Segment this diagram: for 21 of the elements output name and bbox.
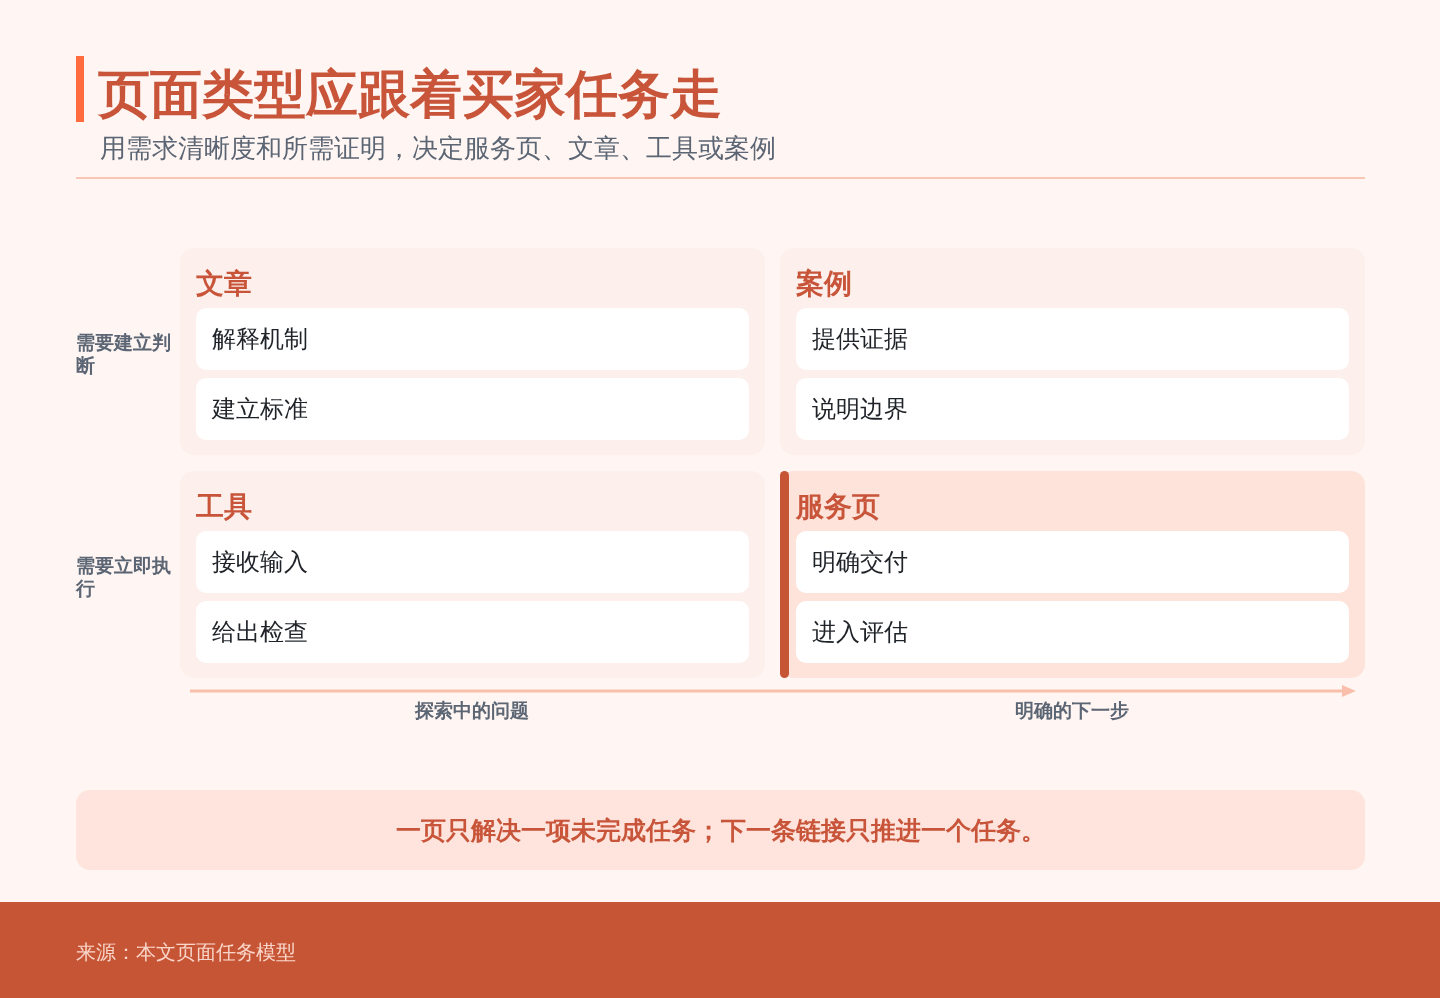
quadrant-panel <box>780 471 1365 678</box>
row-label: 需要立即执行 <box>76 554 172 600</box>
panel-heading: 工具 <box>196 490 252 524</box>
list-card: 明确交付 <box>796 531 1349 593</box>
axis-label: 明确的下一步 <box>1014 699 1130 723</box>
list-card: 说明边界 <box>796 378 1349 440</box>
list-card: 给出检查 <box>196 601 749 663</box>
title: 页面类型应跟着买家任务走 <box>98 64 722 125</box>
list-card: 建立标准 <box>196 378 749 440</box>
subtitle: 用需求清晰度和所需证明，决定服务页、文章、工具或案例 <box>100 133 776 164</box>
panel-heading: 案例 <box>796 267 852 301</box>
axis-label: 探索中的问题 <box>413 699 530 723</box>
list-card: 提供证据 <box>796 308 1349 370</box>
summary-banner: 一页只解决一项未完成任务；下一条链接只推进一个任务。 <box>76 790 1365 870</box>
panel-heading: 文章 <box>196 267 252 301</box>
source-note: 来源：本文页面任务模型 <box>76 940 296 965</box>
list-card: 接收输入 <box>196 531 749 593</box>
list-card: 进入评估 <box>796 601 1349 663</box>
row-label: 需要建立判断 <box>76 331 172 377</box>
panel-heading: 服务页 <box>796 490 880 524</box>
list-card: 解释机制 <box>196 308 749 370</box>
